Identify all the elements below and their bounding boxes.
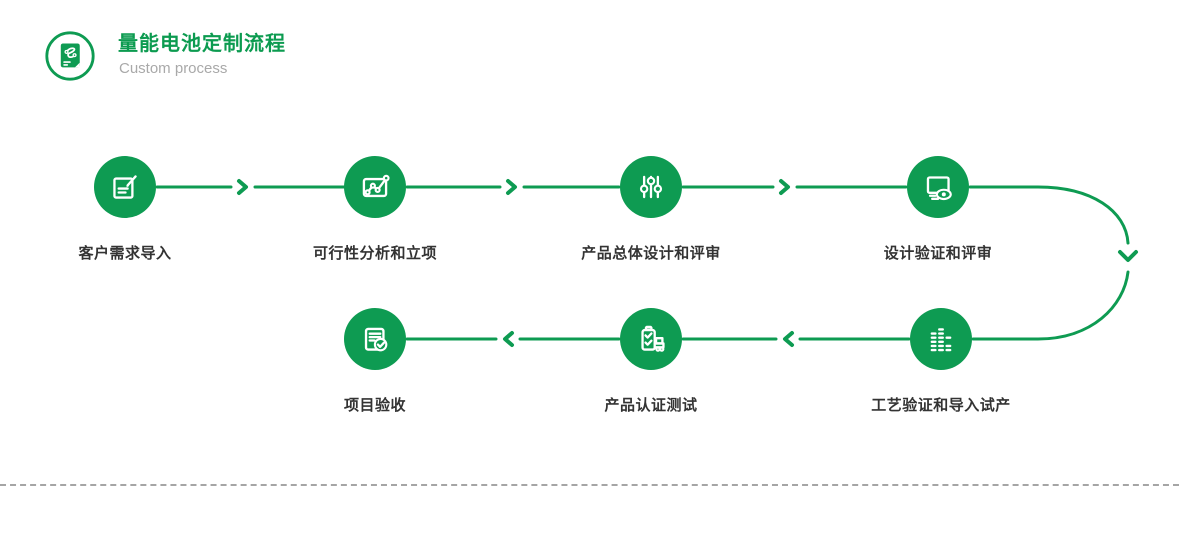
- page-subtitle: Custom process: [119, 60, 228, 77]
- arrow-right-icon: [779, 179, 790, 195]
- step-label: 可行性分析和立项: [312, 245, 437, 262]
- page-title: 量能电池定制流程: [118, 33, 286, 55]
- step-label: 设计验证和评审: [883, 245, 993, 262]
- step-design-verification: 设计验证和评审: [828, 156, 1048, 263]
- step-circle: [907, 156, 969, 218]
- step-feasibility-analysis: 可行性分析和立项: [265, 156, 485, 263]
- step-certification-testing: 产品认证测试: [541, 308, 761, 415]
- arrow-down-icon: [1118, 250, 1138, 262]
- step-process-verification: 工艺验证和导入试产: [831, 308, 1051, 415]
- step-customer-requirements: 客户需求导入: [15, 156, 235, 263]
- equalizer-bars-icon: [930, 328, 952, 352]
- step-circle: [620, 156, 682, 218]
- arrow-left-icon: [783, 331, 794, 347]
- arrow-left-icon: [503, 331, 514, 347]
- monitor-review-icon: [926, 176, 952, 201]
- step-circle: [910, 308, 972, 370]
- header-text: 量能电池定制流程 Custom process: [118, 30, 286, 78]
- step-label: 产品认证测试: [604, 397, 698, 414]
- sliders-icon: [639, 175, 663, 199]
- step-project-acceptance: 项目验收: [265, 308, 485, 415]
- certification-checklist-icon: [641, 325, 665, 352]
- step-circle: [94, 156, 156, 218]
- chart-analysis-icon: [362, 174, 390, 198]
- arrow-right-icon: [506, 179, 517, 195]
- step-overall-design: 产品总体设计和评审: [541, 156, 761, 263]
- arrow-right-icon: [237, 179, 248, 195]
- step-label: 工艺验证和导入试产: [871, 397, 1011, 414]
- document-check-icon: [364, 327, 388, 352]
- step-label: 项目验收: [343, 397, 406, 414]
- step-label: 客户需求导入: [78, 245, 172, 262]
- edit-document-icon: [113, 175, 137, 199]
- step-circle: [620, 308, 682, 370]
- dashed-divider: [0, 484, 1179, 486]
- step-circle: [344, 308, 406, 370]
- step-circle: [344, 156, 406, 218]
- step-label: 产品总体设计和评审: [581, 245, 721, 262]
- process-document-icon: [45, 31, 95, 81]
- header: 量能电池定制流程 Custom process: [44, 30, 286, 82]
